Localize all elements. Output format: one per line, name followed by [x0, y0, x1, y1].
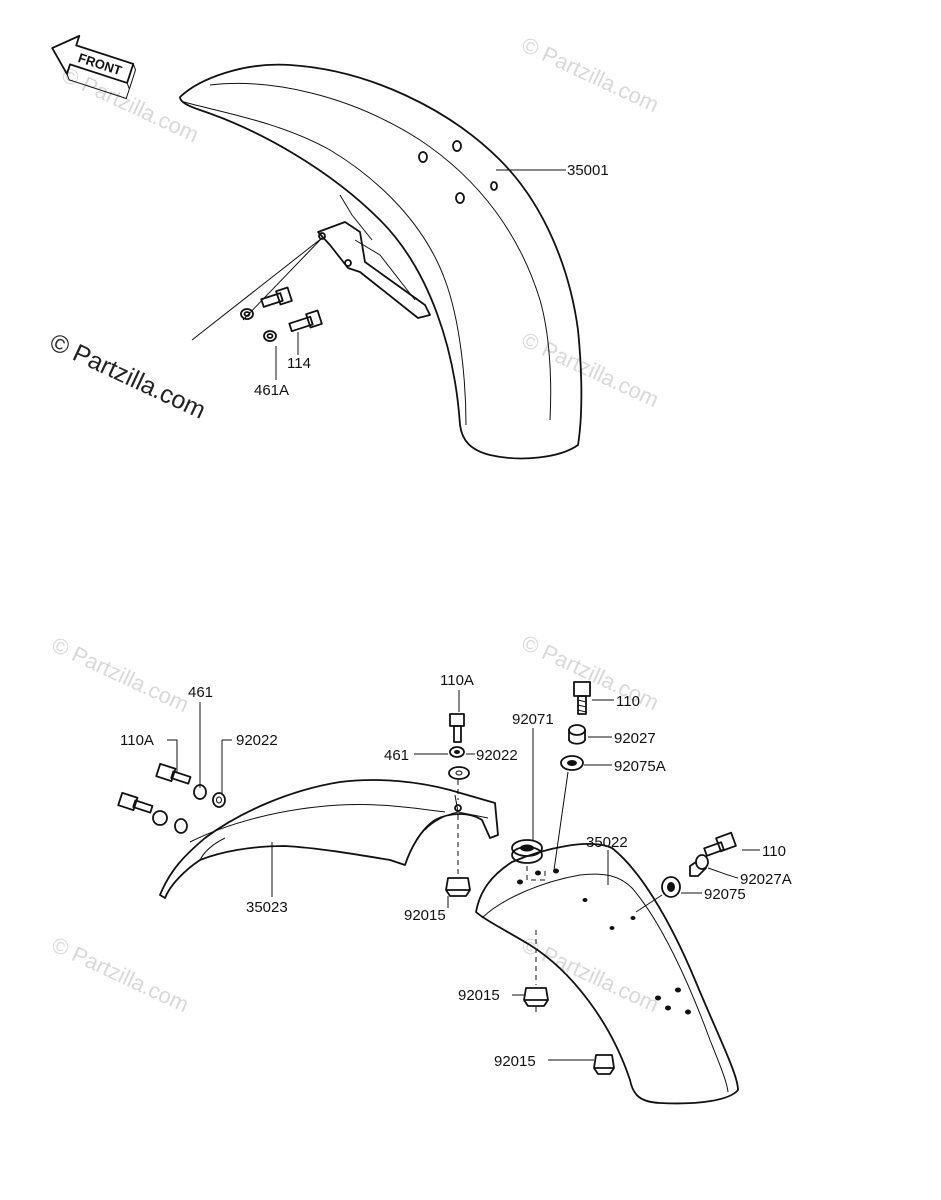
bolt-110A-left [155, 762, 192, 785]
bolt-110-right [703, 831, 737, 857]
label-92071: 92071 [512, 711, 554, 728]
washer-461-mid [449, 746, 465, 758]
fender-hole-4 [490, 181, 498, 191]
label-92022-mid: 92022 [476, 747, 518, 764]
label-110-top: 110 [616, 693, 640, 710]
rear-hole-10 [685, 1009, 691, 1015]
front-fender-stay-inner [339, 194, 416, 301]
bolt-110A-mid [449, 713, 465, 743]
front-fender-35001 [179, 63, 583, 460]
nut-92015-mid [445, 877, 471, 897]
rear-fender-hardware [511, 681, 760, 1075]
nut-92015-low2 [593, 1054, 615, 1075]
rear-hole-8 [675, 987, 681, 993]
watermark-faint-4: © Partzilla.com [48, 632, 193, 717]
inner-fender-inner-edge [189, 804, 446, 861]
fender-hole-2 [452, 140, 462, 152]
rear-hole-7 [655, 995, 661, 1001]
front-fender-crown [209, 83, 552, 421]
rear-fender-35022 [475, 843, 739, 1105]
label-92027A: 92027A [740, 871, 792, 888]
bolt-upper [240, 286, 293, 320]
label-35001: 35001 [567, 162, 609, 179]
stay-bolt-hole-1 [318, 232, 326, 240]
watermark-faint-6: © Partzilla.com [48, 932, 193, 1017]
label-461A: 461A [254, 382, 289, 399]
inner-fender-hole [454, 804, 462, 812]
label-35022: 35022 [586, 834, 628, 851]
label-92027: 92027 [614, 730, 656, 747]
label-35023: 35023 [246, 899, 288, 916]
rear-inner-fender-35023 [159, 779, 499, 899]
washer-461A [263, 330, 277, 342]
label-110A-mid: 110A [440, 672, 474, 689]
front-arrow-shadow [66, 63, 137, 100]
leader-stay [191, 237, 323, 341]
inner-fender-rib [424, 794, 489, 831]
label-92015-low2: 92015 [494, 1053, 536, 1070]
label-92015-mid: 92015 [404, 907, 446, 924]
damper-92071 [511, 839, 543, 864]
watermark-faint-group: © Partzilla.com © Partzilla.com © Partzi… [48, 32, 663, 1017]
watermark-main: © Partzilla.com [45, 328, 210, 425]
label-110A-left: 110A [120, 732, 154, 749]
collar-92027A [689, 854, 709, 877]
label-110-right: 110 [762, 843, 786, 860]
front-fender-hardware [191, 237, 323, 380]
watermark-faint-3: © Partzilla.com [518, 327, 663, 412]
rear-fender-outline [475, 843, 739, 1105]
label-461-top: 461 [188, 684, 213, 701]
grommet-92075 [661, 876, 681, 898]
washer-92022-mid [448, 766, 470, 780]
left-hardware-group [117, 702, 273, 897]
rear-hole-1 [517, 879, 523, 885]
label-92075: 92075 [704, 886, 746, 903]
bolt-lower-left [117, 791, 154, 814]
bolt-110-top [573, 681, 591, 715]
label-92015-low1: 92015 [458, 987, 500, 1004]
stay-bolt-hole-2 [344, 259, 352, 267]
front-fender-stay [317, 221, 431, 319]
rear-hole-4 [582, 898, 588, 902]
nut-92015-low1 [523, 987, 549, 1012]
front-fender-lip [183, 101, 467, 426]
fender-hole-3 [455, 192, 465, 204]
washer-lower-left [174, 818, 188, 834]
rear-hole-9 [665, 1005, 671, 1011]
rear-hole-2 [535, 870, 541, 876]
rear-hole-5 [609, 926, 615, 930]
label-461-mid: 461 [384, 747, 409, 764]
fender-hole-1 [418, 151, 428, 163]
nut-lower-left [152, 810, 168, 826]
label-92075A: 92075A [614, 758, 666, 775]
rear-hole-6 [630, 916, 636, 920]
watermark-faint-1: © Partzilla.com [518, 32, 663, 117]
label-114: 114 [287, 355, 311, 372]
front-arrow-icon [51, 34, 135, 84]
watermark-faint-5: © Partzilla.com [518, 630, 663, 715]
rear-fender-crease [481, 873, 729, 1093]
front-fender-outline [179, 63, 583, 460]
collar-92027 [568, 724, 586, 745]
bolt-114 [263, 309, 323, 342]
grommet-92075A [560, 755, 584, 771]
label-92022-left: 92022 [236, 732, 278, 749]
middle-hardware-group [414, 690, 475, 908]
washer-92022-left [212, 792, 226, 808]
